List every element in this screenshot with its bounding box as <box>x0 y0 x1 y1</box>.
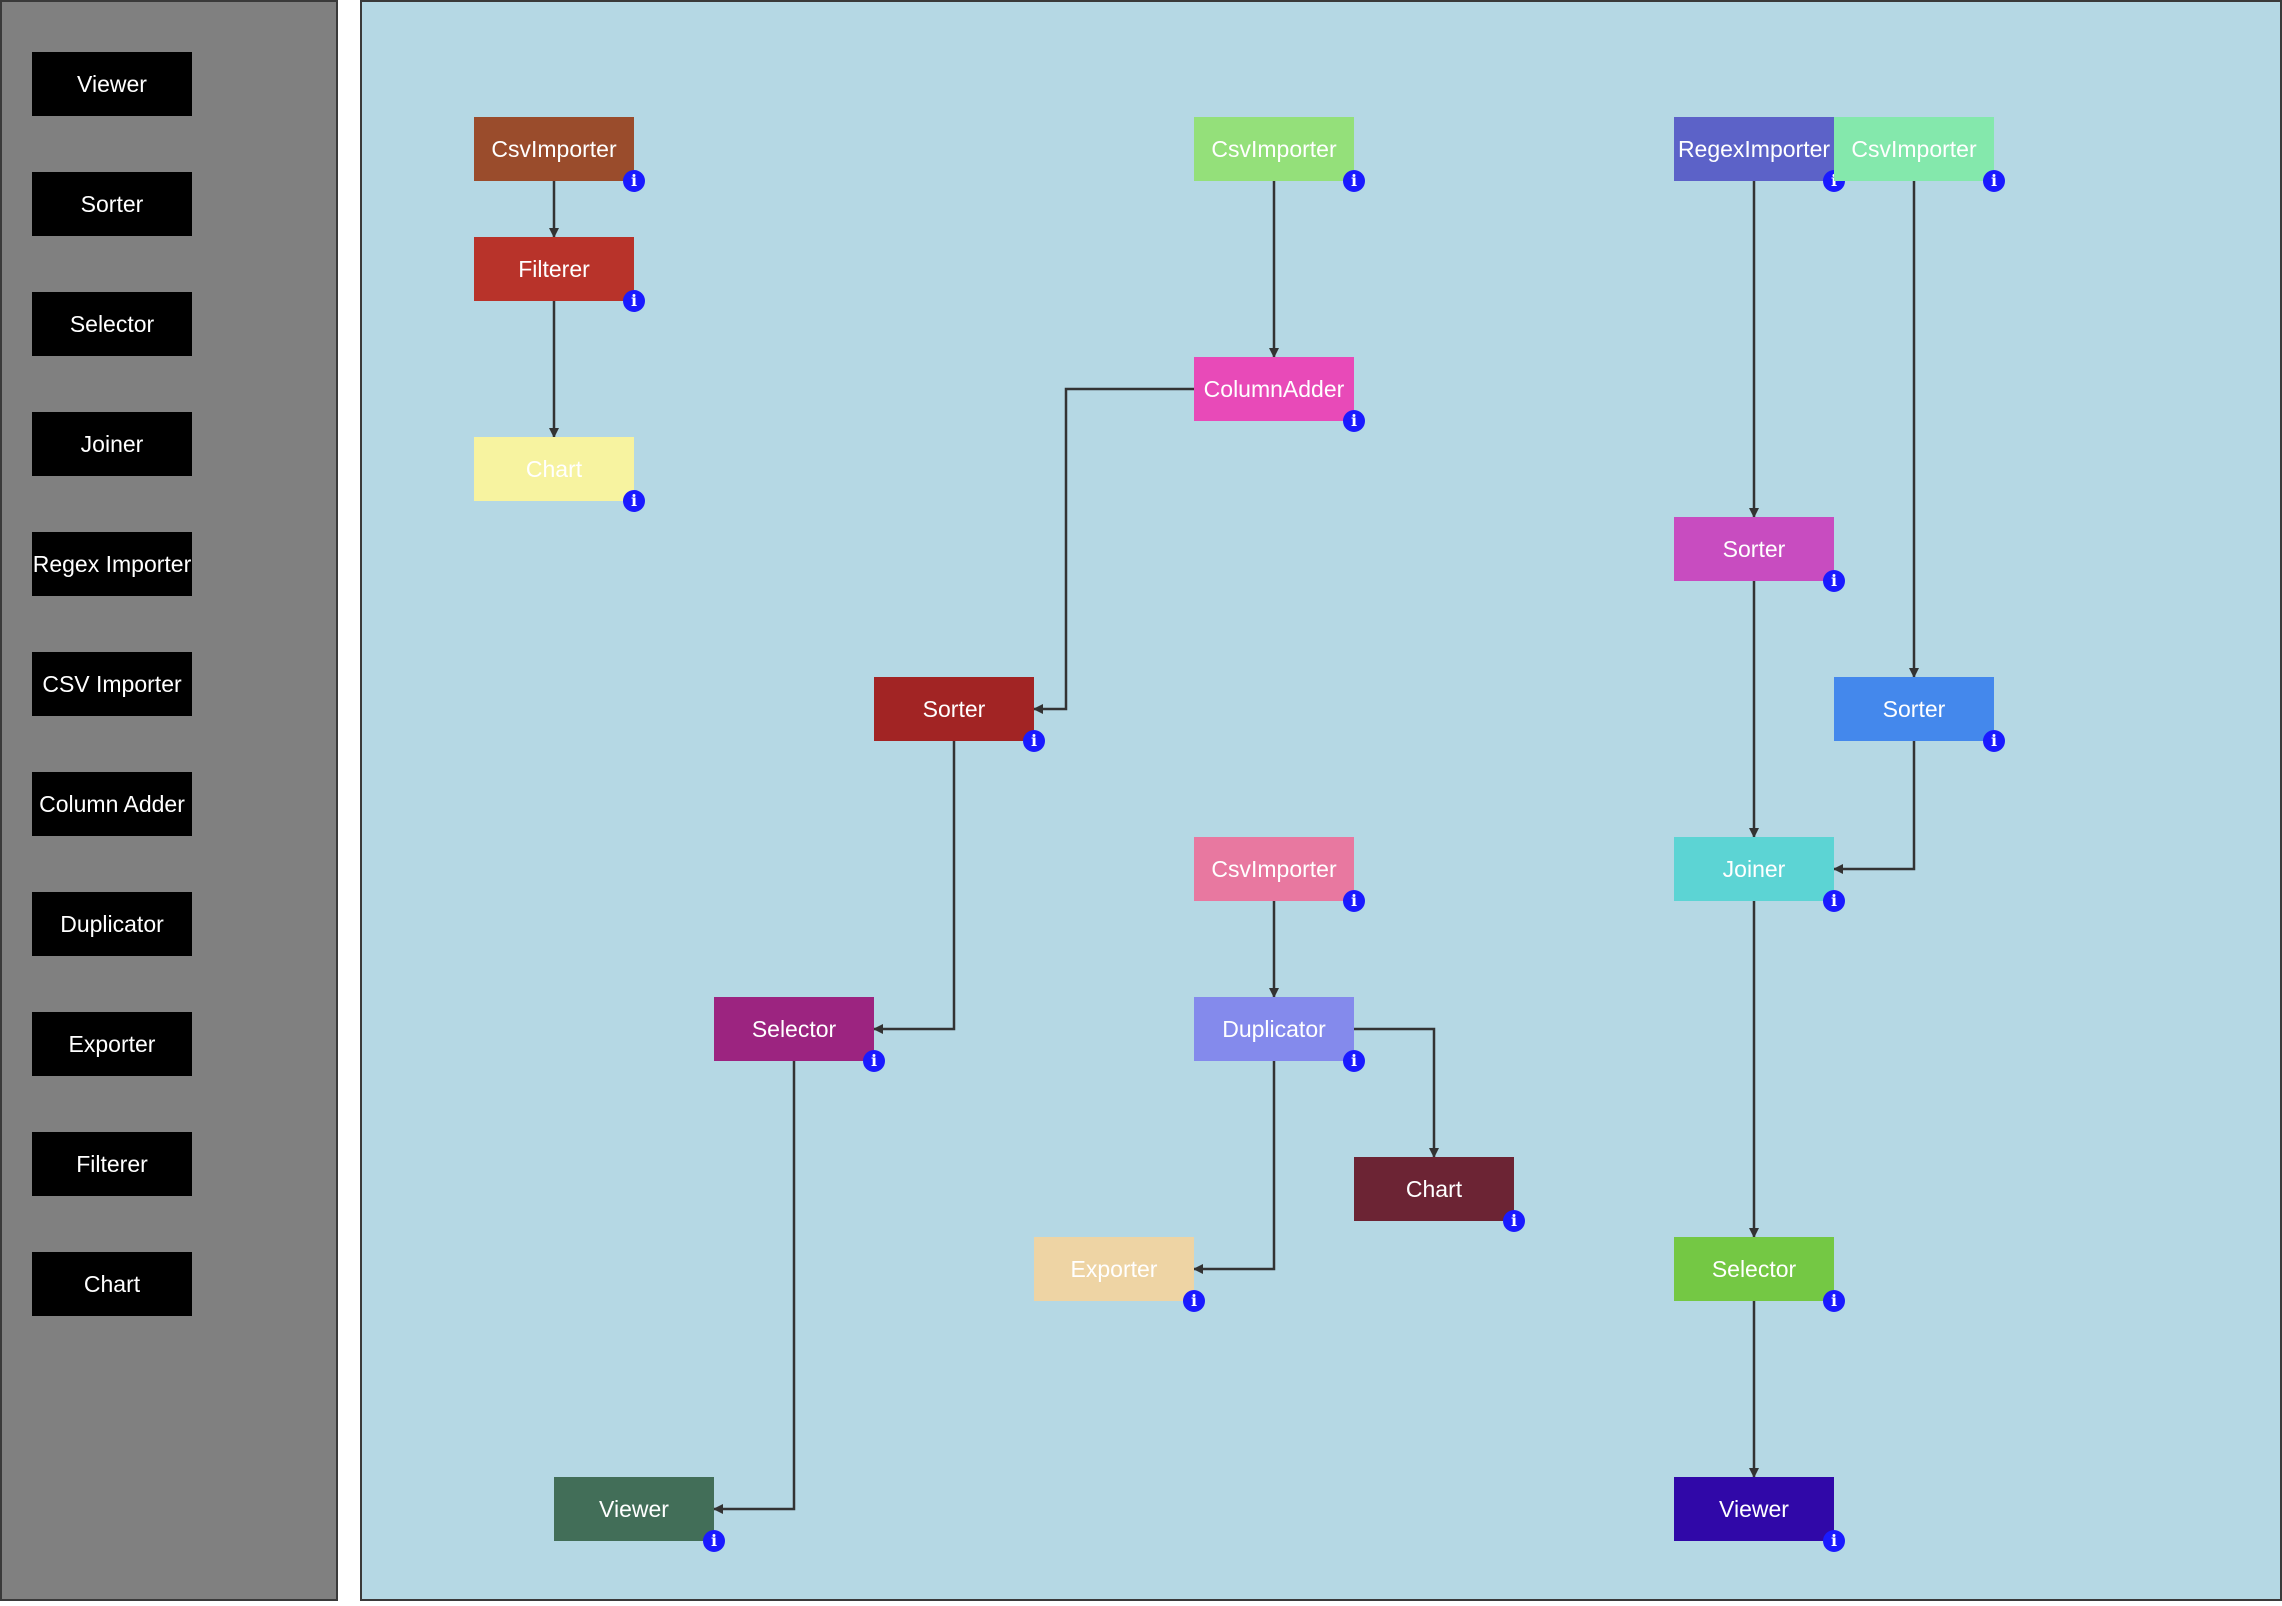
info-icon[interactable]: i <box>1823 570 1845 592</box>
node-sorter[interactable]: Sorter i <box>1834 677 2005 752</box>
info-icon[interactable]: i <box>1823 890 1845 912</box>
palette-viewer-button[interactable]: Viewer <box>32 52 192 116</box>
node-label: ColumnAdder <box>1203 375 1345 402</box>
info-icon[interactable]: i <box>1983 170 2005 192</box>
node-joiner[interactable]: Joiner i <box>1674 837 1845 912</box>
node-csv-importer[interactable]: CsvImporter i <box>1194 837 1365 912</box>
node-csv-importer[interactable]: CsvImporter i <box>1194 117 1365 192</box>
node-filterer[interactable]: Filterer i <box>474 237 645 312</box>
node-viewer[interactable]: Viewer i <box>1674 1477 1845 1552</box>
palette-regex-importer-button[interactable]: Regex Importer <box>32 532 192 596</box>
palette-filterer-button[interactable]: Filterer <box>32 1132 192 1196</box>
node-label: Joiner <box>1722 855 1786 882</box>
node-label: Selector <box>751 1015 837 1042</box>
node-label: Chart <box>525 455 583 482</box>
info-icon[interactable]: i <box>1503 1210 1525 1232</box>
info-icon[interactable]: i <box>623 170 645 192</box>
node-palette-sidebar: Viewer Sorter Selector Joiner Regex Impo… <box>0 0 338 1601</box>
palette-duplicator-button[interactable]: Duplicator <box>32 892 192 956</box>
node-exporter[interactable]: Exporter i <box>1034 1237 1205 1312</box>
info-icon[interactable]: i <box>1023 730 1045 752</box>
info-icon[interactable]: i <box>623 490 645 512</box>
node-label: Duplicator <box>1222 1015 1326 1042</box>
palette-csv-importer-button[interactable]: CSV Importer <box>32 652 192 716</box>
node-label: Chart <box>1405 1175 1463 1202</box>
node-label: CsvImporter <box>1851 135 1977 162</box>
node-chart[interactable]: Chart i <box>1354 1157 1525 1232</box>
node-sorter[interactable]: Sorter i <box>874 677 1045 752</box>
info-icon[interactable]: i <box>623 290 645 312</box>
node-label: CsvImporter <box>491 135 617 162</box>
info-icon[interactable]: i <box>1343 170 1365 192</box>
edge-n10-to-n12 <box>1193 1061 1276 1274</box>
node-label: Sorter <box>922 695 986 722</box>
edge-n10-to-n11 <box>1354 1027 1439 1158</box>
edge-n7-to-n8 <box>713 1061 796 1514</box>
node-label: Viewer <box>599 1495 669 1522</box>
node-csv-importer[interactable]: CsvImporter i <box>1834 117 2005 192</box>
info-icon[interactable]: i <box>1343 890 1365 912</box>
info-icon[interactable]: i <box>1823 1290 1845 1312</box>
edge-n16-to-n17 <box>1833 741 1916 874</box>
node-chart[interactable]: Chart i <box>474 437 645 512</box>
node-label: RegexImporter <box>1677 135 1831 162</box>
palette-exporter-button[interactable]: Exporter <box>32 1012 192 1076</box>
info-icon[interactable]: i <box>703 1530 725 1552</box>
node-label: CsvImporter <box>1211 135 1337 162</box>
edge-layer <box>549 181 1919 1514</box>
node-column-adder[interactable]: ColumnAdder i <box>1194 357 1365 432</box>
palette-joiner-button[interactable]: Joiner <box>32 412 192 476</box>
node-regex-importer[interactable]: RegexImporteri <box>1674 117 1845 192</box>
node-selector[interactable]: Selector i <box>1674 1237 1845 1312</box>
node-label: Sorter <box>1882 695 1946 722</box>
info-icon[interactable]: i <box>863 1050 885 1072</box>
palette-column-adder-button[interactable]: Column Adder <box>32 772 192 836</box>
info-icon[interactable]: i <box>1343 410 1365 432</box>
node-sorter[interactable]: Sorter i <box>1674 517 1845 592</box>
node-viewer[interactable]: Viewer i <box>554 1477 725 1552</box>
info-icon[interactable]: i <box>1343 1050 1365 1072</box>
info-icon[interactable]: i <box>1983 730 2005 752</box>
info-icon[interactable]: i <box>1183 1290 1205 1312</box>
node-label: CsvImporter <box>1211 855 1337 882</box>
node-label: Filterer <box>518 255 590 282</box>
palette-selector-button[interactable]: Selector <box>32 292 192 356</box>
edge-n5-to-n6 <box>1033 387 1194 714</box>
node-label: Sorter <box>1722 535 1786 562</box>
info-icon[interactable]: i <box>1823 1530 1845 1552</box>
node-selector[interactable]: Selector i <box>714 997 885 1072</box>
palette-chart-button[interactable]: Chart <box>32 1252 192 1316</box>
node-label: Viewer <box>1719 1495 1789 1522</box>
node-csv-importer[interactable]: CsvImporter i <box>474 117 645 192</box>
palette-sorter-button[interactable]: Sorter <box>32 172 192 236</box>
node-label: Selector <box>1711 1255 1797 1282</box>
node-label: Exporter <box>1070 1255 1158 1282</box>
node-duplicator[interactable]: Duplicator i <box>1194 997 1365 1072</box>
edge-n6-to-n7 <box>873 741 956 1034</box>
